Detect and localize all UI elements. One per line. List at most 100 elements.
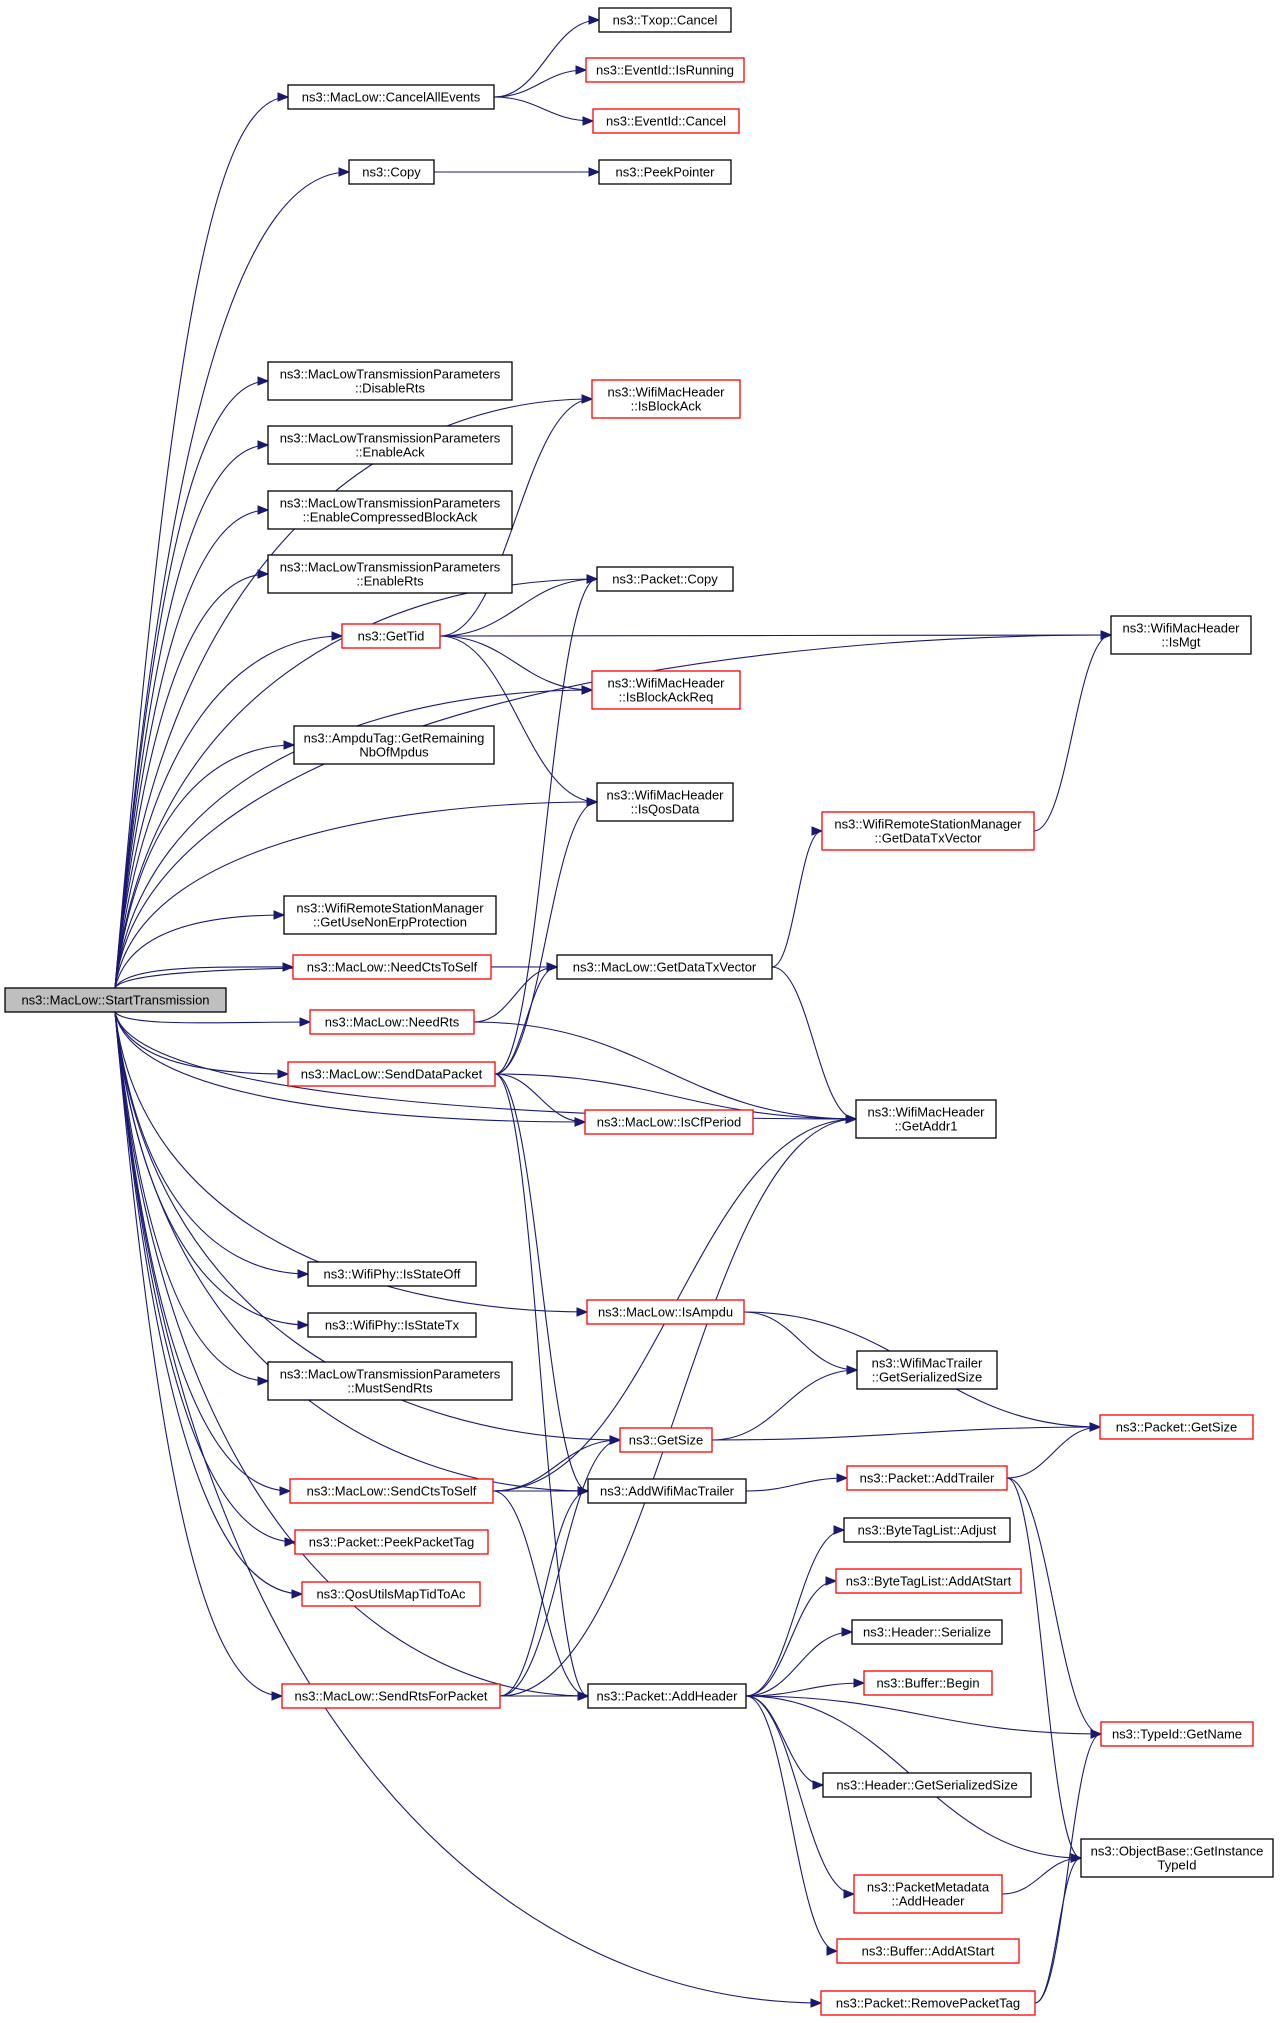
node-isCfPeriod[interactable]: ns3::MacLow::IsCfPeriod — [584, 1109, 754, 1135]
edge-line — [114, 966, 294, 989]
node-needCtsToSelf[interactable]: ns3::MacLow::NeedCtsToSelf — [292, 954, 492, 980]
edge-line — [439, 398, 593, 637]
node-sendCts[interactable]: ns3::MacLow::SendCtsToSelf — [289, 1478, 494, 1504]
node-evIsRunning[interactable]: ns3::EventId::IsRunning — [585, 57, 745, 83]
edge-line — [114, 1011, 309, 1275]
edge-getSize-to-pktGetSize — [711, 1422, 1102, 1441]
node-enableRts[interactable]: ns3::MacLowTransmissionParameters::Enabl… — [267, 554, 513, 594]
node-peekTag[interactable]: ns3::Packet::PeekPacketTag — [294, 1529, 489, 1555]
edge-line — [771, 830, 823, 968]
node-label: ns3::WifiMacHeader — [1122, 621, 1240, 636]
node-label: ns3::MacLow::IsCfPeriod — [597, 1115, 742, 1130]
node-label: ns3::MacLow::StartTransmission — [21, 993, 209, 1008]
node-addTrailerFn[interactable]: ns3::AddWifiMacTrailer — [587, 1478, 747, 1504]
node-isMgt[interactable]: ns3::WifiMacHeader::IsMgt — [1110, 615, 1252, 655]
node-bufBegin[interactable]: ns3::Buffer::Begin — [863, 1670, 993, 1696]
edge-root-to-sendData — [114, 1011, 290, 1079]
node-txopCancel[interactable]: ns3::Txop::Cancel — [598, 7, 732, 33]
node-box — [584, 1109, 754, 1135]
node-label: ::IsQosData — [631, 802, 700, 817]
node-wrsmGetDataTx[interactable]: ns3::WifiRemoteStationManager::GetDataTx… — [821, 811, 1035, 851]
node-sendData[interactable]: ns3::MacLow::SendDataPacket — [287, 1061, 496, 1087]
node-label: ns3::WifiRemoteStationManager — [834, 817, 1022, 832]
node-hdrSerialize[interactable]: ns3::Header::Serialize — [851, 1619, 1003, 1645]
node-btlAdjust[interactable]: ns3::ByteTagList::Adjust — [843, 1517, 1011, 1543]
node-btlAddAtStart[interactable]: ns3::ByteTagList::AddAtStart — [835, 1568, 1022, 1594]
node-evCancel[interactable]: ns3::EventId::Cancel — [592, 108, 740, 134]
node-sendRts[interactable]: ns3::MacLow::SendRtsForPacket — [281, 1683, 501, 1709]
edge-arrowhead — [338, 167, 351, 177]
node-pmAddHeader[interactable]: ns3::PacketMetadata::AddHeader — [853, 1874, 1003, 1914]
edge-line — [499, 1490, 589, 1697]
edge-arrowhead — [257, 569, 270, 579]
node-label: ns3::MacLowTransmissionParameters — [280, 367, 501, 382]
edge-root-to-removeTag — [114, 1011, 823, 2008]
edge-arrowhead — [257, 440, 270, 450]
node-isBlockAckReq[interactable]: ns3::WifiMacHeader::IsBlockAckReq — [591, 670, 741, 710]
edge-arrowhead — [581, 394, 594, 404]
edge-line — [439, 634, 1112, 637]
node-box — [591, 379, 741, 419]
edge-arrowhead — [609, 1435, 622, 1445]
node-getTid[interactable]: ns3::GetTid — [341, 623, 441, 649]
node-pktCopy[interactable]: ns3::Packet::Copy — [596, 566, 734, 592]
node-box — [1080, 1838, 1274, 1878]
edge-arrowhead — [283, 740, 296, 750]
node-label: ns3::AddWifiMacTrailer — [600, 1484, 735, 1499]
edge-line — [494, 1073, 589, 1492]
edge-sendRts-to-getSize — [499, 1435, 622, 1697]
node-stateTx[interactable]: ns3::WifiPhy::IsStateTx — [307, 1312, 477, 1338]
node-box — [820, 1990, 1036, 2016]
node-macGetDataTx[interactable]: ns3::MacLow::GetDataTxVector — [556, 954, 773, 980]
edge-pktAddHeader-to-bufAddAtStart — [745, 1695, 839, 1956]
node-needRts[interactable]: ns3::MacLow::NeedRts — [309, 1009, 475, 1035]
node-box — [293, 725, 495, 765]
edge-pktAddHeader-to-pmAddHeader — [745, 1695, 856, 1899]
node-mustSendRts[interactable]: ns3::MacLowTransmissionParameters::MustS… — [267, 1361, 513, 1401]
node-getSize[interactable]: ns3::GetSize — [619, 1427, 713, 1453]
node-box — [267, 554, 513, 594]
node-isBlockAck[interactable]: ns3::WifiMacHeader::IsBlockAck — [591, 379, 741, 419]
edge-sendRts-to-pktAddHeader — [500, 1691, 590, 1701]
node-typeIdName[interactable]: ns3::TypeId::GetName — [1100, 1721, 1254, 1747]
edge-line — [114, 1011, 311, 1024]
node-root[interactable]: ns3::MacLow::StartTransmission — [4, 987, 227, 1013]
node-cancelAll[interactable]: ns3::MacLow::CancelAllEvents — [287, 84, 495, 110]
node-enableCba[interactable]: ns3::MacLowTransmissionParameters::Enabl… — [267, 490, 513, 530]
node-useNonErp[interactable]: ns3::WifiRemoteStationManager::GetUseNon… — [283, 895, 497, 935]
node-qosMap[interactable]: ns3::QosUtilsMapTidToAc — [301, 1581, 481, 1607]
edge-arrowhead — [588, 167, 601, 177]
edge-line — [114, 1011, 289, 1075]
node-trailerSize[interactable]: ns3::WifiMacTrailer::GetSerializedSize — [856, 1350, 998, 1390]
node-label: ns3::EventId::IsRunning — [596, 63, 734, 78]
node-getAddr1[interactable]: ns3::WifiMacHeader::GetAddr1 — [855, 1099, 997, 1139]
node-removeTag[interactable]: ns3::Packet::RemovePacketTag — [820, 1990, 1036, 2016]
node-copy[interactable]: ns3::Copy — [348, 159, 435, 185]
edge-line — [114, 1011, 296, 1543]
node-enableAck[interactable]: ns3::MacLowTransmissionParameters::Enabl… — [267, 425, 513, 465]
node-label: ns3::PacketMetadata — [867, 1880, 990, 1895]
node-peekPointer[interactable]: ns3::PeekPointer — [598, 159, 732, 185]
node-pktAddHeader[interactable]: ns3::Packet::AddHeader — [587, 1683, 747, 1709]
node-box — [846, 1465, 1008, 1491]
edge-sendData-to-pktCopy — [494, 574, 599, 1075]
node-label: ns3::MacLow::SendDataPacket — [301, 1067, 483, 1082]
node-box — [283, 895, 497, 935]
node-pktGetSize[interactable]: ns3::Packet::GetSize — [1099, 1414, 1254, 1440]
node-hdrSerSize[interactable]: ns3::Header::GetSerializedSize — [822, 1772, 1032, 1798]
edge-root-to-stateOff — [114, 1011, 310, 1279]
edge-cancelAll-to-evCancel — [493, 96, 595, 126]
node-isAmpdu[interactable]: ns3::MacLow::IsAmpdu — [586, 1299, 745, 1325]
node-box — [598, 7, 732, 33]
node-label: ns3::Packet::GetSize — [1116, 1420, 1237, 1435]
node-bufAddAtStart[interactable]: ns3::Buffer::AddAtStart — [836, 1938, 1020, 1964]
node-pktAddTrailer[interactable]: ns3::Packet::AddTrailer — [846, 1465, 1008, 1491]
node-disableRts[interactable]: ns3::MacLowTransmissionParameters::Disab… — [267, 361, 513, 401]
node-stateOff[interactable]: ns3::WifiPhy::IsStateOff — [307, 1261, 477, 1287]
node-isQosData[interactable]: ns3::WifiMacHeader::IsQosData — [596, 782, 734, 822]
node-label: ::GetSerializedSize — [872, 1370, 983, 1385]
edge-arrowhead — [843, 1889, 856, 1899]
edge-arrowhead — [297, 1320, 310, 1330]
